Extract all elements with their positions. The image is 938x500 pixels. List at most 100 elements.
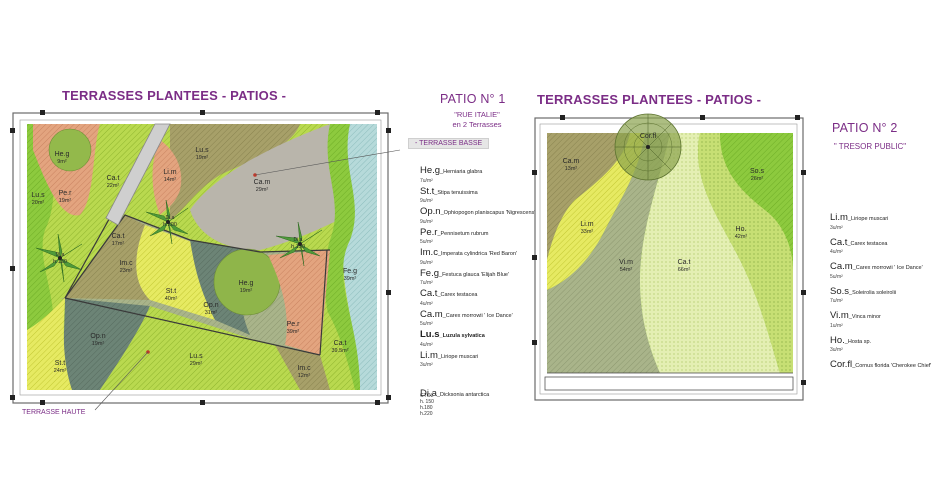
legend-name: _Dicksonia antarctica (436, 392, 490, 398)
palm-tree-icon (35, 233, 83, 283)
zone-area: 40m² (165, 296, 178, 302)
zone-area: 31m² (205, 310, 218, 316)
legend-item: Pe.r_Pennisetum rubrum 5u/m² (420, 222, 489, 246)
zone-area: 39m² (287, 329, 300, 335)
patio1-title: PATIO N° 1 (440, 92, 506, 106)
patio1-subtitle-2: en 2 Terrasses (452, 120, 502, 129)
zone-code: St.t (166, 288, 177, 295)
legend-code: Fe.g (420, 267, 440, 279)
zone-code: Li.m (580, 221, 593, 228)
legend-name: _Soleirolia soleirolii (849, 289, 897, 296)
legend-code: Ca.t (830, 236, 848, 248)
zone-area: 29m² (256, 187, 269, 193)
legend-name: _Liriope muscari (437, 353, 479, 360)
legend-code: Pe.r (420, 226, 438, 238)
legend-name: _Carex morrowii ' Ice Dance' (852, 265, 923, 271)
legend-density: 5u/m² (830, 273, 843, 280)
zone-code: Lu.s (31, 192, 45, 199)
zone-area: h.150 (291, 244, 305, 250)
zone-code: Pe.r (59, 190, 73, 197)
terrasse-haute-tag: TERRASSE HAUTE (22, 409, 86, 416)
zone-code: Pe.r (287, 321, 301, 328)
legend-code: Li.m (830, 212, 848, 223)
legend-code: St.t (420, 185, 435, 197)
legend-code: Lu.s (420, 329, 440, 340)
legend-density: 9u/m² (420, 259, 433, 266)
zone-area: 13m² (565, 166, 578, 172)
legend-item: Ca.t_Carex testacea 4u/m² (830, 232, 888, 256)
legend-code: Ca.m (830, 261, 853, 272)
zone-code: Di.a (56, 252, 65, 258)
legend-density: 3u/m² (830, 224, 843, 231)
legend-item: Op.n_Ophiopogon planiscapus 'Nigrescens'… (420, 201, 535, 225)
legend-item: Ca.m_Carex morrowii ' Ice Dance'5u/m² (420, 304, 513, 328)
legend-density: 9u/m² (420, 198, 433, 205)
zone-code: Fe.g (343, 268, 357, 275)
zone-area: 33m² (581, 229, 594, 235)
zone-code: Op.n (90, 333, 105, 340)
legend-density: 4u/m² (420, 341, 433, 348)
zone-code: Im.c (119, 260, 133, 267)
zone-code: Cor.fl (640, 133, 657, 140)
legend-code: He.g (420, 165, 441, 176)
legend-item: So.s_Soleirolia soleirolii 7u/m² (830, 281, 896, 305)
zone-area: 29m² (190, 361, 203, 367)
legend-name: _Carex testacea (437, 292, 478, 298)
zone-code: So.s (750, 168, 765, 175)
legend-name: _Cornus florida 'Cherokee Chief' (852, 363, 932, 369)
zone-code: Lu.s (195, 147, 209, 154)
legend-name: _Pennisetum rubrum (437, 230, 489, 237)
legend-code: Cor.fl (830, 359, 853, 370)
zone-area: 24m² (54, 368, 67, 374)
palm-tree-icon (275, 221, 323, 267)
zone-area: 19m² (240, 288, 253, 294)
zone-code: Op.n (203, 302, 218, 309)
legend-item: Ca.m_Carex morrowii ' Ice Dance' 5u/m² (830, 256, 923, 280)
zone-area: 19m² (92, 341, 105, 347)
zone-code: Ca.t (678, 259, 691, 266)
legend-item: Im.c_Imperata cylindrica 'Red Baron'9u/m… (420, 242, 517, 266)
legend-item: Ho._Hosta sp.3u/m² (830, 330, 871, 354)
patio2-title: PATIO N° 2 (832, 121, 898, 135)
zone-area: 12m² (298, 373, 311, 379)
patio1-subtitle-1: "RUE ITALIE" (454, 110, 500, 119)
legend-density: 7u/m² (830, 298, 843, 305)
zone-code: Lu.s (189, 353, 203, 360)
zone-code: Vi.m (619, 259, 633, 266)
legend-density: 5u/m² (420, 239, 433, 246)
legend-code: Li.m (420, 349, 438, 361)
legend-name: _Carex testacea (847, 240, 888, 247)
legend-density: 3u/m² (420, 362, 433, 369)
zone-area: 9m² (57, 159, 67, 165)
legend-name: _Ophiopogon planiscapus 'Nigrescens' (440, 210, 536, 216)
legend-item: Li.m_Liriope muscari 3u/m² (420, 345, 478, 369)
legend-code: Ca.m (420, 308, 443, 320)
legend-density: 1u/m² (830, 322, 843, 329)
legend-name: _Hosta sp. (844, 338, 872, 345)
legend-code: Im.c (420, 247, 438, 258)
legend-density: 3u/m² (830, 347, 843, 354)
zone-code: St.t (55, 360, 66, 367)
zone-area: 54m² (620, 267, 633, 273)
zone-area: 19m² (196, 155, 209, 161)
legend-code: So.s (830, 285, 850, 297)
patio1-plan (10, 110, 401, 411)
legend-code: Ho. (830, 334, 845, 346)
zone-code: Ca.t (107, 175, 120, 182)
zone-area: 17m² (112, 241, 125, 247)
legend-code: Ca.t (420, 288, 438, 299)
zone-code: Ca.m (563, 158, 580, 165)
legend-density: 4u/m² (830, 249, 843, 256)
legend-name: _Vinca minor (848, 314, 881, 320)
zone-code: Li.m (163, 169, 176, 176)
legend-density: 4u/m² (420, 300, 433, 307)
zone-area: 39.5m² (331, 348, 348, 354)
legend-name: _Carex morrowii ' Ice Dance' (442, 312, 513, 319)
patio2-plan (532, 113, 806, 401)
